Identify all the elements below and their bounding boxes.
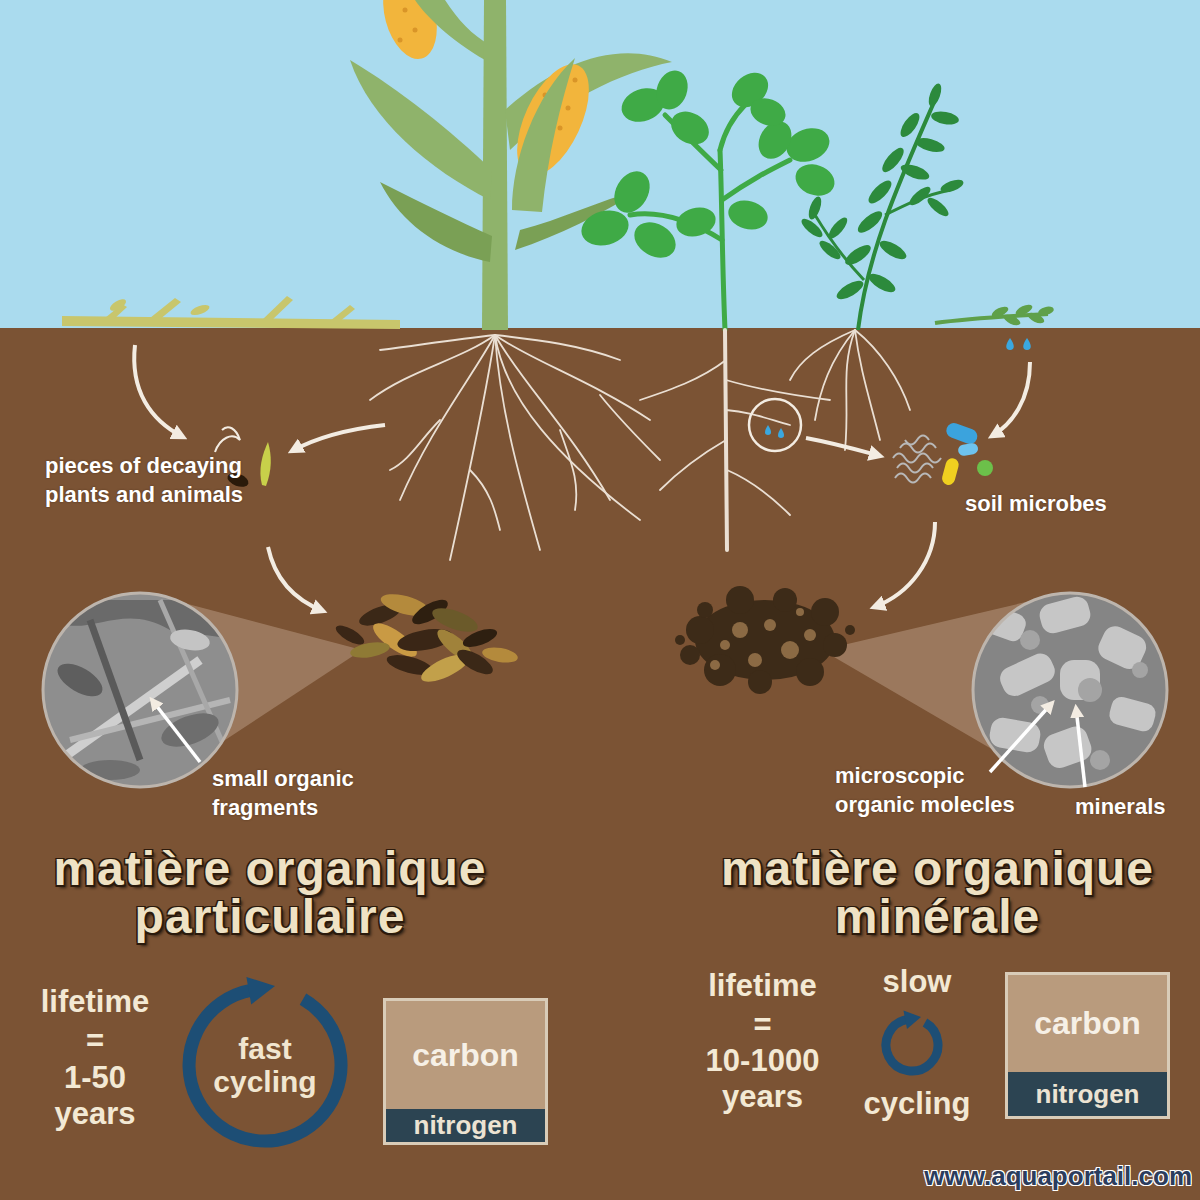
lifetime-text: years (722, 1079, 803, 1114)
section-heading: matière organique minérale (721, 842, 1154, 943)
label-box: cycling (847, 1086, 987, 1122)
micrograph-right (970, 590, 1170, 790)
carbon-box: carbon nitrogen (1005, 972, 1170, 1119)
section-heading: matière organique particulaire (53, 842, 486, 943)
mineral-pile (675, 586, 855, 694)
roots (370, 330, 910, 560)
lifetime-text: years (54, 1096, 135, 1131)
label-box: lifetime (20, 984, 170, 1020)
callout-label: soil microbes (965, 491, 1107, 516)
flow-arrows (134, 345, 1030, 611)
callout-label: pieces of decaying plants and animals (45, 453, 243, 507)
cycle-ring: fast cycling (175, 975, 355, 1155)
cycling-text: cycling (864, 1086, 971, 1121)
micrograph-left (40, 590, 240, 790)
label-box: = (685, 1007, 840, 1043)
label-box: minerals (1075, 793, 1193, 822)
root-zoom-ring (749, 399, 801, 451)
fern-plant (799, 82, 965, 330)
callout-label: small organic fragments (212, 766, 354, 820)
label-box: www.aquaportail.com (924, 1162, 1192, 1191)
sky (0, 0, 1200, 328)
label-box: years (20, 1096, 170, 1132)
lifetime-text: 10-1000 (706, 1043, 820, 1078)
label-box: lifetime (685, 968, 840, 1004)
label-box: pieces of decaying plants and animals (45, 452, 260, 509)
callout-label: minerals (1075, 794, 1166, 819)
label-box: microscopic organic molecles (835, 762, 1035, 819)
grass-sprig (935, 303, 1055, 328)
label-box: slow (857, 964, 977, 1000)
label-box: matière organique minérale (680, 845, 1195, 941)
cycle-arc (189, 990, 341, 1141)
particulate-pile (333, 590, 519, 687)
label-box: years (685, 1079, 840, 1115)
label-box: = (20, 1023, 170, 1059)
label-box: small organic fragments (212, 765, 377, 822)
nitrogen-band: nitrogen (386, 1109, 545, 1142)
cycling-text: slow (883, 964, 952, 999)
lifetime-text: lifetime (708, 968, 817, 1003)
label-box: 1-50 (20, 1060, 170, 1096)
microbe-cluster (893, 421, 993, 486)
slow-cycle-ring (886, 1011, 938, 1072)
carbon-text: carbon (412, 1037, 519, 1074)
water-drops (1006, 338, 1031, 350)
lifetime-text: lifetime (41, 984, 150, 1019)
fallen-branch (62, 296, 400, 329)
watermark: www.aquaportail.com (924, 1161, 1192, 1191)
carbon-text: carbon (1034, 1005, 1141, 1042)
nitrogen-text: nitrogen (1036, 1080, 1140, 1109)
label-box: soil microbes (965, 490, 1165, 519)
lifetime-text: = (753, 1007, 771, 1042)
nitrogen-text: nitrogen (414, 1111, 518, 1140)
label-box: matière organique particulaire (10, 845, 530, 941)
cycle-arrowhead (246, 977, 275, 1005)
cycle-text: fast cycling (200, 1032, 330, 1098)
lifetime-text: 1-50 (64, 1060, 126, 1095)
callout-label: microscopic organic molecles (835, 763, 1015, 817)
root-drops (765, 425, 784, 438)
nitrogen-band: nitrogen (1008, 1072, 1167, 1116)
corn-plant (350, 0, 672, 330)
lifetime-text: = (86, 1023, 104, 1058)
carbon-box: carbon nitrogen (383, 998, 548, 1145)
label-box: 10-1000 (685, 1043, 840, 1079)
soil (0, 328, 1200, 1200)
bean-plant (577, 66, 839, 330)
